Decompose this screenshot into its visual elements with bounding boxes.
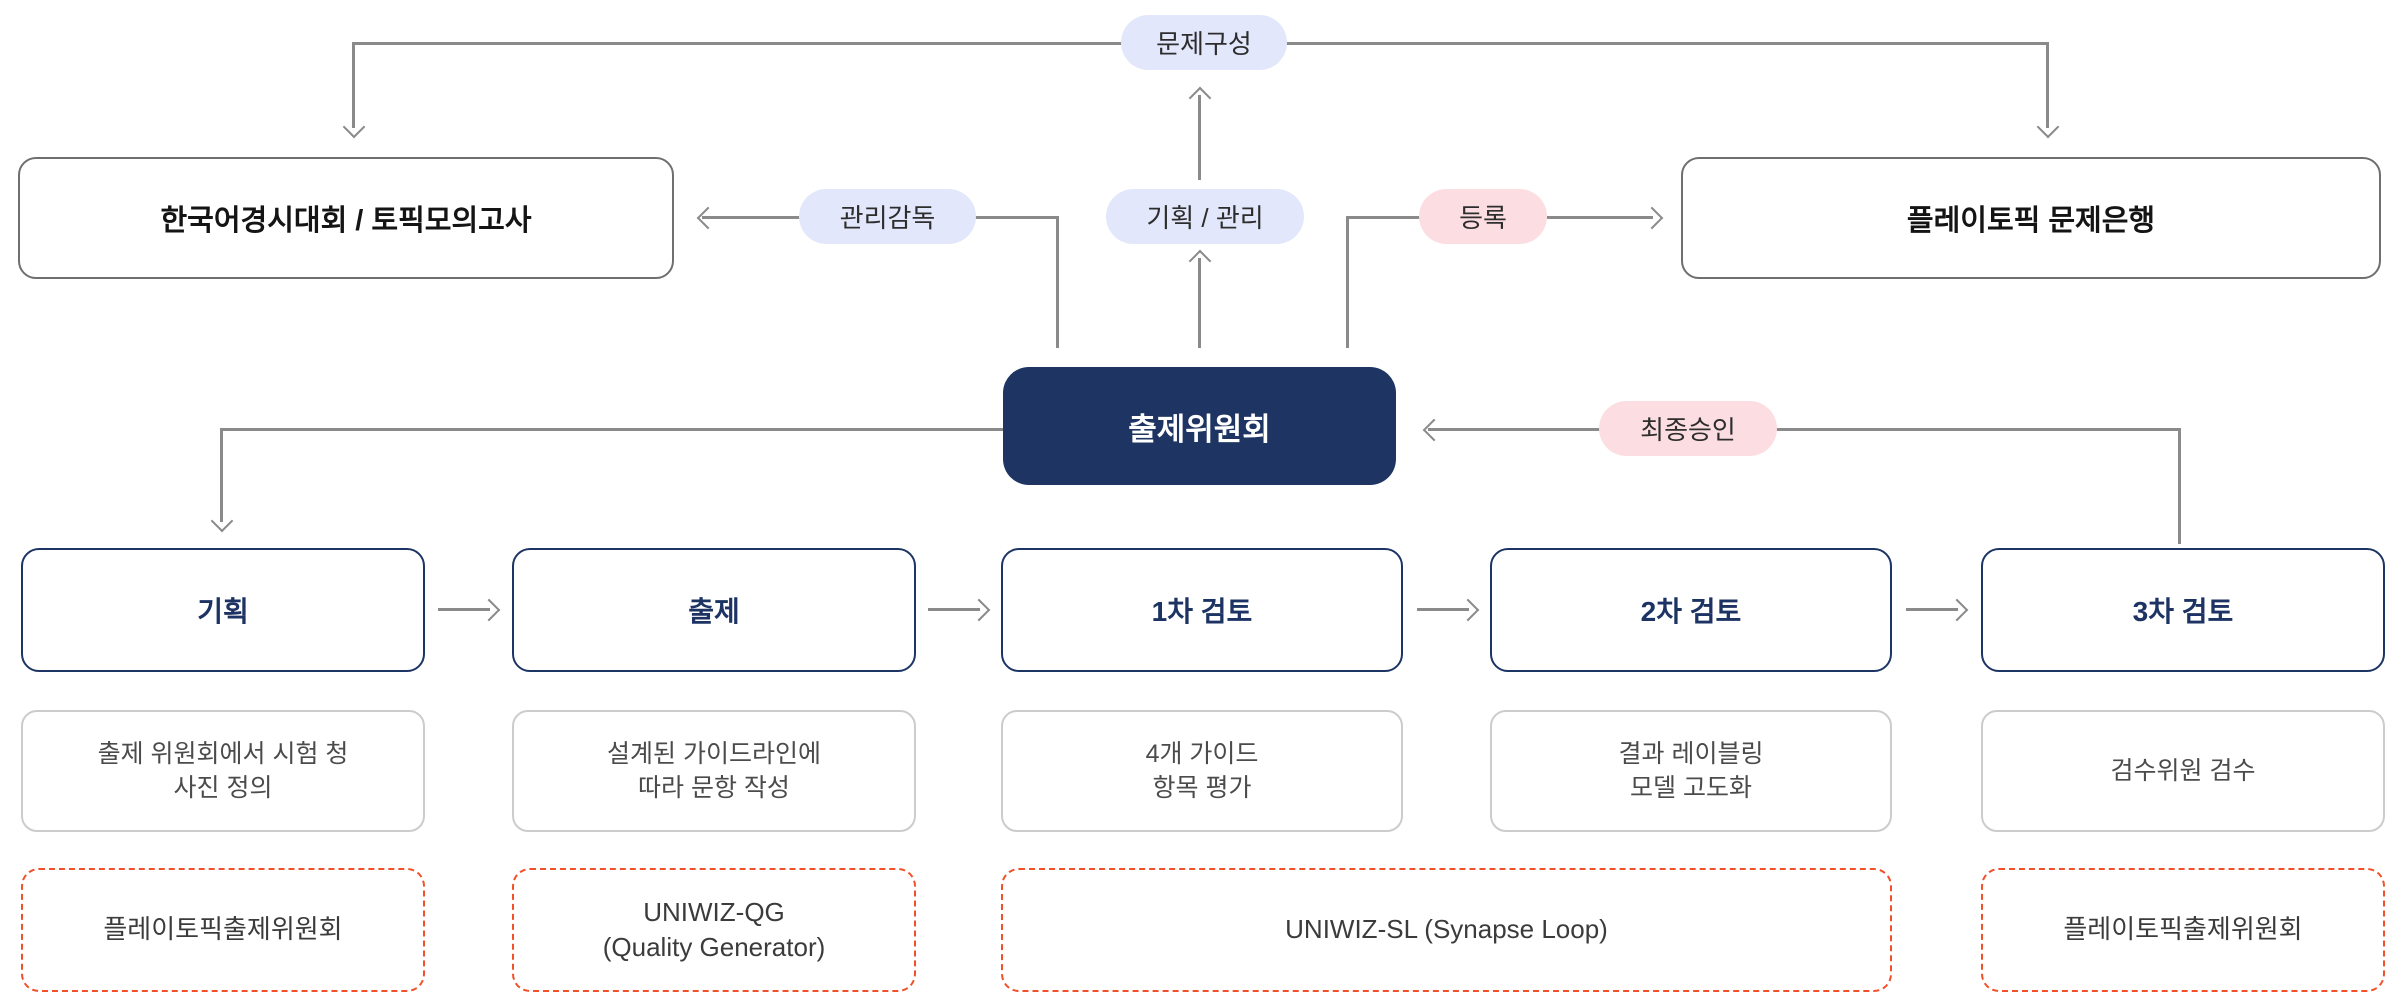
right-org-box: 플레이토픽 문제은행 (1681, 157, 2381, 279)
arrow-up-icon (1188, 86, 1212, 110)
pill-supervision: 관리감독 (799, 189, 976, 244)
arrow-right-icon (967, 598, 991, 622)
committee-box: 출제위원회 (1003, 367, 1396, 485)
connector-plan-lower (1198, 258, 1201, 348)
stage-box-review2: 2차 검토 (1490, 548, 1892, 672)
stage-box-review3: 3차 검토 (1981, 548, 2385, 672)
stage-box-review1: 1차 검토 (1001, 548, 1403, 672)
arrow-down-icon (210, 509, 234, 533)
arrow-right-icon (1945, 598, 1969, 622)
connector-top-right-drop (2046, 42, 2049, 128)
arrow-right-icon (1456, 598, 1480, 622)
stage-desc-author: 설계된 가이드라인에 따라 문항 작성 (512, 710, 916, 832)
tool-box-review-committee: 플레이토픽출제위원회 (1981, 868, 2385, 992)
connector-approval-riser (2178, 428, 2181, 544)
connector-top-left-drop (352, 42, 355, 128)
stage-desc-plan: 출제 위원회에서 시험 청 사진 정의 (21, 710, 425, 832)
stage-desc-review3: 검수위원 검수 (1981, 710, 2385, 832)
connector-stage-3-4 (1417, 608, 1469, 611)
stage-box-plan: 기획 (21, 548, 425, 672)
connector-register-riser (1346, 216, 1349, 348)
pill-register: 등록 (1419, 189, 1547, 244)
connector-register-right (1547, 216, 1653, 219)
tool-box-plan-committee: 플레이토픽출제위원회 (21, 868, 425, 992)
stage-desc-review2: 결과 레이블링 모델 고도화 (1490, 710, 1892, 832)
pill-problem-composition: 문제구성 (1121, 15, 1287, 70)
connector-approval-line (1428, 428, 2180, 431)
connector-left-branch-drop (220, 428, 223, 522)
tool-box-uniwiz-qg: UNIWIZ-QG (Quality Generator) (512, 868, 916, 992)
pill-plan-manage: 기획 / 관리 (1106, 189, 1304, 244)
connector-plan-upper (1198, 95, 1201, 180)
connector-stage-1-2 (438, 608, 490, 611)
arrow-right-icon (1640, 206, 1664, 230)
arrow-right-icon (477, 598, 501, 622)
connector-left-branch (220, 428, 1003, 431)
arrow-up-icon (1188, 249, 1212, 273)
arrow-down-icon (342, 115, 366, 139)
arrow-down-icon (2036, 115, 2060, 139)
left-org-box: 한국어경시대회 / 토픽모의고사 (18, 157, 674, 279)
pill-final-approval: 최종승인 (1599, 401, 1777, 456)
connector-stage-2-3 (928, 608, 980, 611)
arrow-left-icon (1422, 418, 1446, 442)
connector-supervision-drop (1056, 216, 1059, 348)
connector-stage-4-5 (1906, 608, 1958, 611)
tool-box-uniwiz-sl: UNIWIZ-SL (Synapse Loop) (1001, 868, 1892, 992)
connector-register-left (1346, 216, 1420, 219)
stage-desc-review1: 4개 가이드 항목 평가 (1001, 710, 1403, 832)
stage-box-author: 출제 (512, 548, 916, 672)
arrow-left-icon (696, 206, 720, 230)
